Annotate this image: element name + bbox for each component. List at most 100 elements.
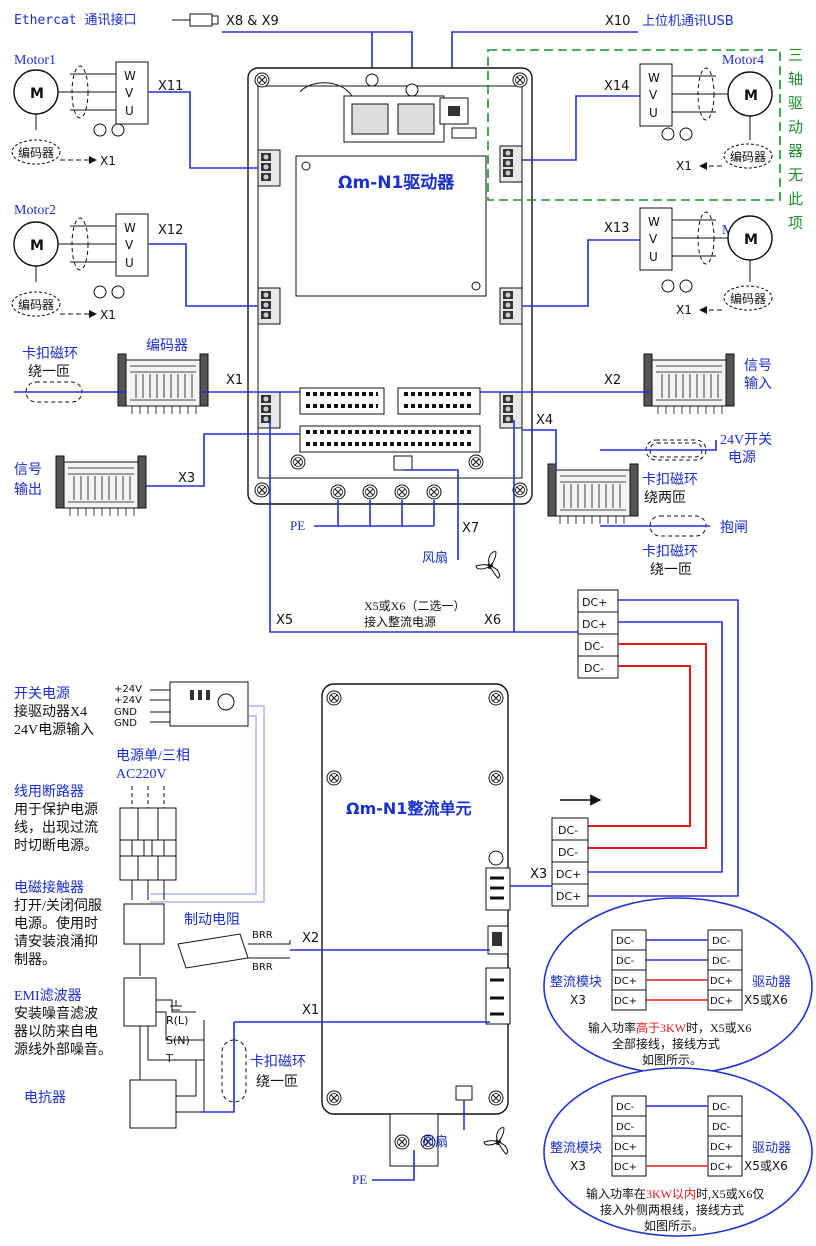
contactor-note: 请安装浪涌抑 — [14, 934, 98, 950]
pe-label: PE — [290, 518, 305, 533]
phase-w: W — [648, 215, 660, 229]
dc-label: DC+ — [614, 1162, 637, 1173]
note-char: 器 — [788, 144, 803, 160]
rect-x3-label: X3 — [530, 867, 547, 882]
brake-label: 抱闸 — [720, 520, 748, 536]
note-char: 此 — [788, 191, 803, 208]
dc-label: DC+ — [710, 996, 733, 1007]
switching-power-supply — [150, 681, 249, 727]
dc-label: DC+ — [614, 996, 637, 1007]
inset2-note3: 如图所示。 — [644, 1218, 704, 1233]
inset-right-label: 驱动器 — [752, 974, 791, 989]
phase-u: U — [125, 256, 134, 270]
phase-u: U — [649, 106, 658, 120]
x4-wire — [522, 429, 557, 470]
encoder-connector-title: 编码器 — [146, 338, 188, 354]
x1-label: X1 — [676, 159, 692, 173]
phase-w: W — [124, 69, 136, 83]
x6-label: X6 — [484, 613, 501, 628]
inset-right-label: 驱动器 — [752, 1140, 791, 1155]
dc-label: DC+ — [614, 1142, 637, 1153]
dc-label: DC- — [584, 640, 604, 653]
brr-label: BRR — [252, 962, 273, 973]
dc-label: DC+ — [582, 596, 607, 609]
dc-label: DC+ — [710, 976, 733, 987]
inset-right-label2: X5或X6 — [744, 993, 788, 1007]
contactor-note: 制器。 — [14, 952, 56, 968]
x12-label: X12 — [158, 223, 183, 238]
x2-io-label: X2 — [604, 373, 621, 388]
line-label: S(N) — [166, 1034, 190, 1047]
rj45-plug-icon — [172, 13, 219, 27]
dc-label: DC- — [616, 1102, 635, 1113]
encoder-label: 编码器 — [18, 297, 54, 312]
rect-x2-label: X2 — [302, 931, 319, 946]
drive-title: Ωm-N1驱动器 — [338, 173, 455, 193]
phase-u: U — [649, 250, 658, 264]
dc-label: DC+ — [710, 1162, 733, 1173]
breaker-note: 线，出现过流 — [14, 820, 98, 836]
three-axis-note: 三 轴 驱 动 器 无 此 项 — [788, 48, 807, 232]
psu-title3: 24V电源输入 — [14, 722, 94, 738]
ferrite-left-label: 卡扣磁环 — [22, 346, 78, 362]
x1-io-label: X1 — [226, 373, 243, 388]
three-axis-box — [487, 49, 781, 201]
brr-label: BRR — [252, 930, 273, 941]
breaker-note: 时切断电源。 — [14, 838, 98, 854]
dc-label: DC- — [558, 846, 578, 859]
contactor-note: 打开/关闭伺服 — [14, 897, 102, 914]
inset-right-label2: X5或X6 — [744, 1159, 788, 1173]
contactor-note: 电源。使用时 — [14, 915, 98, 932]
fan-icon — [475, 551, 501, 579]
psu-pin: GND — [114, 718, 137, 729]
dc-label: DC+ — [614, 976, 637, 987]
psu-pin: GND — [114, 707, 137, 718]
x5-wire — [269, 420, 580, 633]
inset-note3: 如图所示。 — [642, 1052, 702, 1067]
phase-v: V — [649, 88, 658, 102]
motor-symbol: M — [30, 238, 44, 254]
rectifier-title: Ωm-N1整流单元 — [346, 799, 471, 818]
inset-above-3kw — [543, 897, 813, 1075]
motor2-label: Motor2 — [14, 203, 56, 218]
inset-note2: 全部接线，接线方式 — [612, 1036, 720, 1051]
ferrite-one-label: 卡扣磁环 — [642, 544, 698, 560]
sw24-wire — [600, 440, 717, 451]
x12-wire — [148, 243, 258, 307]
inset-within-3kw — [543, 1067, 813, 1237]
x8x9-label: X8 & X9 — [226, 14, 279, 29]
psu-pin: +24V — [114, 695, 142, 706]
x11-label: X11 — [158, 79, 183, 94]
pe-wire — [314, 500, 435, 527]
dc-minus-wire-inner — [584, 643, 707, 849]
dc-plus-wire-inner — [584, 621, 723, 873]
x1-label: X1 — [100, 308, 116, 322]
dc-label: DC+ — [556, 890, 581, 903]
x13-wire — [522, 239, 640, 307]
ethercat-label: Ethercat 通讯接口 — [14, 12, 136, 28]
reactor-wire — [200, 1022, 235, 1113]
dc-label: DC- — [712, 956, 731, 967]
reactor-label: 电抗器 — [24, 1090, 66, 1106]
note-char: 动 — [788, 119, 803, 136]
note-part: 时，X5或X6 — [686, 1021, 751, 1035]
motor4 — [639, 63, 773, 170]
motor-symbol: M — [744, 88, 758, 104]
usb-label: 上位机通讯USB — [642, 14, 734, 29]
motor1-label: Motor1 — [14, 53, 56, 68]
x7-wire — [404, 469, 459, 560]
x1-label: X1 — [100, 154, 116, 168]
dc-label: DC+ — [710, 1142, 733, 1153]
dc-label: DC- — [712, 1122, 731, 1133]
dc-bus-drive-side — [577, 589, 619, 679]
signal-in-label: 信号 — [744, 358, 772, 374]
emi-note: 源线外部噪音。 — [14, 1041, 112, 1058]
ferrite-two-label: 卡扣磁环 — [642, 472, 698, 488]
power-brake-connector — [547, 463, 639, 525]
signal-output-connector — [55, 455, 147, 517]
rect-x1-label: X1 — [302, 1003, 319, 1018]
signal-in-label2: 输入 — [744, 376, 772, 392]
dc-minus-wire-outer — [584, 665, 691, 827]
psu-pin: +24V — [114, 684, 142, 695]
emi-filter — [123, 977, 204, 1080]
